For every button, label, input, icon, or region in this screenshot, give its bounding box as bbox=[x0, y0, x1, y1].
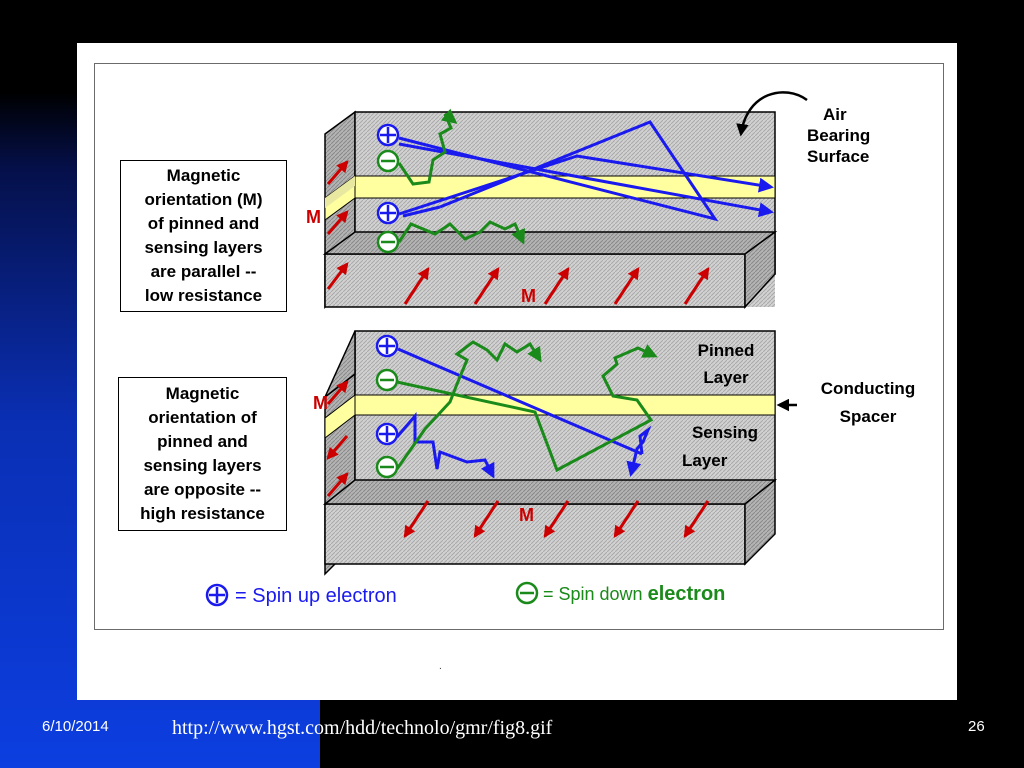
pinned-layer-line-1: Pinned bbox=[697, 341, 755, 360]
bottom-side-m-label: M bbox=[313, 393, 328, 413]
bottom-spacer-side bbox=[324, 393, 356, 440]
sensing-layer-label: Sensing Layer bbox=[677, 422, 773, 471]
bottom-blue-path-c bbox=[395, 411, 495, 479]
legend-spin-up-icon bbox=[205, 583, 229, 607]
bottom-caption-line-4: sensing layers bbox=[143, 456, 262, 475]
top-caption: Magnetic orientation (M) of pinned and s… bbox=[121, 164, 286, 308]
bottom-slab-m-label: M bbox=[519, 505, 534, 525]
bottom-spin-up-symbol-1 bbox=[375, 334, 399, 358]
bottom-spin-down-symbol-2 bbox=[375, 455, 399, 479]
top-caption-line-2: orientation (M) bbox=[144, 190, 263, 209]
bottom-caption-line-6: high resistance bbox=[140, 504, 265, 523]
slide-page-number: 26 bbox=[968, 718, 985, 735]
figure-dot: . bbox=[439, 661, 442, 672]
bottom-blue-path-b bbox=[626, 425, 652, 477]
legend-spin-down-icon bbox=[515, 581, 539, 605]
bottom-caption-line-2: orientation of bbox=[148, 408, 257, 427]
top-stack bbox=[322, 91, 808, 309]
bottom-green-path-b bbox=[395, 340, 542, 470]
conducting-spacer-line-1: Conducting bbox=[820, 379, 916, 398]
legend-spin-down-prefix: = Spin down bbox=[543, 584, 648, 604]
sensing-layer-line-1: Sensing bbox=[691, 423, 759, 442]
pinned-layer-label: Pinned Layer bbox=[681, 340, 771, 388]
bottom-spin-down-symbol-1 bbox=[375, 368, 399, 392]
top-side-magnetization-arrows bbox=[326, 160, 349, 290]
source-url[interactable]: http://www.hgst.com/hdd/technolo/gmr/fig… bbox=[172, 717, 553, 739]
top-blue-path-c bbox=[398, 142, 774, 218]
top-caption-line-6: low resistance bbox=[144, 286, 263, 305]
top-slab-magnetization-arrows bbox=[403, 266, 710, 305]
legend-spin-down-word: electron bbox=[647, 583, 726, 605]
top-caption-line-4: sensing layers bbox=[144, 238, 263, 257]
top-blue-path-b bbox=[398, 154, 774, 216]
air-bearing-line-1: Air bbox=[823, 105, 847, 124]
gmr-diagram bbox=[205, 91, 808, 607]
conducting-spacer-label: Conducting Spacer bbox=[798, 378, 938, 427]
bottom-spin-up-symbol-2 bbox=[375, 422, 399, 446]
top-spin-up-symbol-1 bbox=[376, 123, 400, 147]
sensing-layer-line-2: Layer bbox=[682, 451, 728, 470]
top-caption-line-3: of pinned and bbox=[147, 214, 260, 233]
top-blue-path-a bbox=[398, 120, 719, 222]
bottom-caption-line-1: Magnetic bbox=[165, 384, 240, 403]
air-bearing-surface-label: Air Bearing Surface bbox=[801, 104, 901, 167]
slide-content-panel: Magnetic orientation (M) of pinned and s… bbox=[77, 43, 957, 700]
bottom-caption-box: Magnetic orientation of pinned and sensi… bbox=[118, 377, 287, 531]
top-spin-down-symbol-1 bbox=[376, 149, 400, 173]
bottom-spacer-stripe bbox=[354, 394, 776, 416]
air-bearing-pointer-arrow bbox=[736, 91, 808, 137]
bottom-blue-path-a bbox=[397, 347, 643, 456]
top-green-path-b bbox=[397, 220, 525, 245]
gmr-figure: Magnetic orientation (M) of pinned and s… bbox=[94, 63, 944, 630]
air-bearing-line-2: Bearing bbox=[807, 126, 871, 145]
bottom-green-path-a bbox=[396, 344, 658, 473]
top-spin-up-symbol-2 bbox=[376, 201, 400, 225]
top-spin-down-symbol-2 bbox=[376, 230, 400, 254]
conducting-spacer-line-2: Spacer bbox=[839, 407, 897, 426]
top-slab-m-label: M bbox=[521, 286, 536, 306]
pinned-layer-line-2: Layer bbox=[703, 368, 749, 387]
bottom-slab-magnetization-arrows bbox=[403, 500, 710, 539]
top-green-path-a bbox=[397, 108, 458, 186]
slide-date: 6/10/2014 bbox=[42, 718, 109, 735]
bottom-stack bbox=[322, 330, 797, 576]
top-caption-line-1: Magnetic bbox=[166, 166, 241, 185]
bottom-caption-line-3: pinned and bbox=[157, 432, 248, 451]
top-side-m-label: M bbox=[306, 207, 321, 227]
bottom-caption: Magnetic orientation of pinned and sensi… bbox=[119, 382, 286, 526]
bottom-caption-line-5: are opposite -- bbox=[143, 480, 262, 499]
top-caption-line-5: are parallel -- bbox=[150, 262, 257, 281]
bottom-side-magnetization-arrows bbox=[326, 380, 349, 497]
legend-spin-up-text: = Spin up electron bbox=[235, 585, 397, 607]
top-caption-box: Magnetic orientation (M) of pinned and s… bbox=[120, 160, 287, 312]
air-bearing-line-3: Surface bbox=[807, 147, 870, 166]
legend-spin-down-text: = Spin down electron bbox=[543, 582, 725, 606]
